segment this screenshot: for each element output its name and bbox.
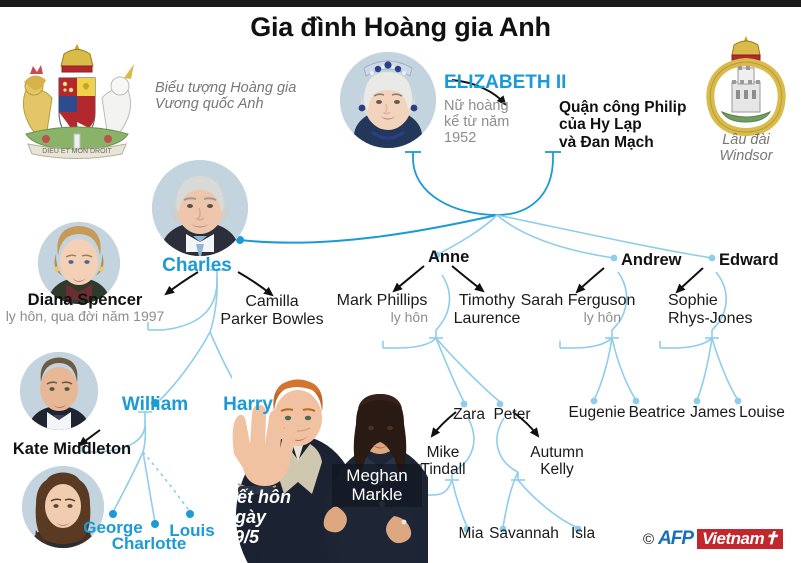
label-isla: Isla (570, 525, 596, 542)
credit-afp-vietnamplus: © AFP Vietnam✝ (643, 528, 783, 550)
label-louise: Louise (739, 404, 785, 421)
philip-line1: Quận công Philip (559, 99, 687, 116)
philip-line2: của Hy Lạp (559, 116, 642, 134)
label-louis: Louis (169, 521, 215, 540)
mike-line1: Mike (426, 444, 460, 461)
label-peter: Peter (493, 406, 531, 423)
philip-line3: và Đan Mạch (559, 133, 654, 151)
node-louis (186, 510, 194, 518)
label-timothy-laurence: Timothy Laurence (454, 292, 521, 328)
label-anne: Anne (428, 248, 470, 266)
camilla-line2: Parker Bowles (220, 310, 324, 328)
annotation-wedding-date: Kết hôn ngày 19/5 (224, 487, 291, 547)
node-louise (734, 397, 742, 405)
node-james (693, 397, 701, 405)
monarch-desc-line1: Nữ hoàng (444, 98, 509, 114)
meghan-line1: Meghan (346, 466, 408, 485)
windsor-castle-badge (706, 36, 786, 136)
node-zara (460, 400, 468, 408)
node-isla (574, 525, 582, 533)
label-william: William (121, 394, 189, 415)
node-charles (236, 236, 244, 244)
label-prince-philip: Quận công Philip của Hy Lạp và Đan Mạch (559, 99, 686, 151)
monarch-desc-line3: 1952 (444, 130, 477, 147)
photo-harry-and-meghan (232, 366, 428, 563)
windsor-caption-line1: Lâu đài (722, 132, 770, 148)
label-sarah-note: ly hôn (583, 309, 621, 325)
label-charles: Charles (162, 255, 232, 276)
label-sarah-ferguson: Sarah Ferguson (520, 292, 636, 309)
node-charlotte (151, 520, 159, 528)
top-rule (0, 0, 801, 7)
node-eugenie (590, 397, 598, 405)
timothy-line1: Timothy (458, 292, 516, 309)
portrait-diana (38, 222, 120, 304)
label-diana-note: ly hôn, qua đời năm 1997 (5, 308, 165, 324)
label-elizabeth-ii: ELIZABETH II (444, 72, 567, 93)
windsor-caption-line2: Windsor (719, 148, 773, 165)
label-zara: Zara (453, 406, 485, 423)
autumn-line1: Autumn (530, 444, 584, 461)
portrait-william (20, 352, 98, 430)
label-mark-phillips: Mark Phillips (336, 292, 428, 309)
label-eugenie: Eugenie (568, 404, 626, 421)
label-mark-note: ly hôn (390, 309, 428, 325)
timothy-line2: Laurence (453, 309, 521, 327)
node-mia (463, 525, 471, 533)
royal-coat-of-arms: DIEU ET MON DROIT (22, 44, 134, 159)
node-william (151, 399, 159, 407)
node-edward (708, 254, 716, 262)
royal-arms-caption: Biểu tượng Hoàng gia Vương quốc Anh (155, 80, 296, 112)
svg-text:DIEU ET MON DROIT: DIEU ET MON DROIT (42, 148, 112, 155)
node-beatrice (632, 397, 640, 405)
label-sophie-rhys-jones: Sophie Rhys-Jones (668, 292, 752, 328)
label-james: James (690, 404, 736, 421)
camilla-line1: Camilla (245, 293, 299, 310)
wedding-line2: ngày (224, 507, 267, 528)
monarch-description: Nữ hoàng kể từ năm 1952 (444, 98, 509, 147)
label-savannah: Savannah (489, 525, 559, 542)
node-anne (433, 251, 441, 259)
label-charlotte: Charlotte (111, 534, 187, 553)
label-edward: Edward (719, 251, 779, 269)
wedding-line3: 19/5 (224, 527, 260, 548)
wedding-line1: Kết hôn (224, 487, 291, 507)
label-diana-spencer: Diana Spencer (27, 291, 143, 309)
vietnamplus-logo-text: Vietnam✝ (697, 529, 783, 549)
copyright-symbol: © (643, 530, 655, 548)
label-harry: Harry (223, 394, 273, 415)
label-mia: Mia (458, 525, 484, 542)
label-andrew: Andrew (621, 251, 682, 269)
page-title: Gia đình Hoàng gia Anh (250, 12, 551, 42)
mike-line2: Tindall (420, 461, 466, 479)
sophie-line2: Rhys-Jones (668, 309, 753, 327)
portrait-elizabeth-ii (340, 52, 436, 148)
sophie-line1: Sophie (668, 292, 718, 309)
windsor-caption: Lâu đài Windsor (719, 132, 772, 164)
node-andrew (610, 254, 618, 262)
node-peter (496, 400, 504, 408)
monarch-desc-line2: kể từ năm (444, 114, 510, 131)
label-camilla: Camilla Parker Bowles (220, 293, 323, 329)
node-george (109, 510, 117, 518)
label-autumn-kelly: Autumn Kelly (530, 444, 583, 479)
label-kate-middleton: Kate Middleton (12, 440, 132, 458)
portrait-charles (152, 160, 248, 256)
royal-arms-caption-line2: Vương quốc Anh (155, 96, 264, 113)
label-meghan-markle: Meghan Markle (332, 464, 422, 508)
meghan-line2: Markle (351, 484, 403, 504)
label-george: George (83, 518, 143, 537)
autumn-line2: Kelly (540, 461, 574, 479)
royal-arms-caption-line1: Biểu tượng Hoàng gia (155, 80, 297, 96)
node-savannah (499, 525, 507, 533)
label-beatrice: Beatrice (628, 404, 686, 421)
label-mike-tindall: Mike Tindall (420, 444, 465, 479)
afp-logo-text: AFP (658, 528, 694, 549)
